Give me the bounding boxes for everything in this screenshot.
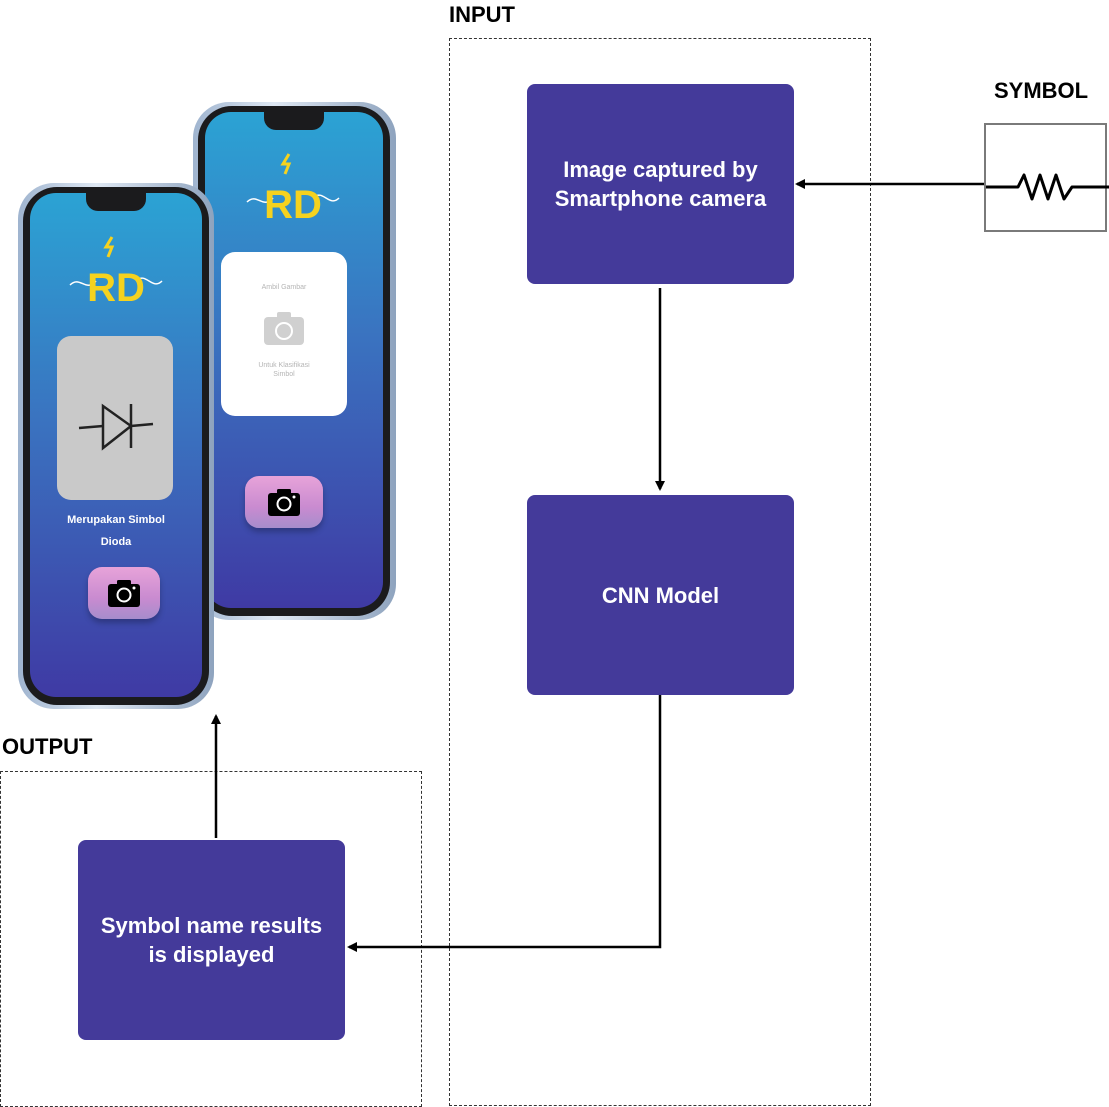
capture-card-title: Ambil Gambar (261, 284, 307, 291)
phone-screen: RD Merupakan Simbol Dioda (30, 193, 202, 697)
arrow-cnn-to-result (347, 695, 662, 952)
input-heading: INPUT (449, 2, 515, 27)
phone-screen: RD Ambil Gambar Untuk Klasifikasi Simbol (205, 112, 383, 608)
result-block-line-2: is displayed (148, 942, 275, 967)
phone-notch (86, 193, 146, 211)
result-value: Dioda (100, 536, 132, 548)
input-region (449, 38, 871, 1106)
resistor-symbol-frame (984, 123, 1109, 232)
camera-button[interactable] (245, 476, 323, 528)
camera-placeholder-icon (264, 312, 304, 345)
symbol-heading: SYMBOL (994, 78, 1089, 103)
app-logo-icon: RD (69, 236, 163, 305)
capture-card[interactable]: Ambil Gambar Untuk Klasifikasi Simbol (221, 252, 347, 416)
camera-button[interactable] (88, 567, 160, 619)
captured-image (57, 336, 173, 500)
capture-card-subtitle-2: Simbol (273, 371, 295, 378)
capture-block-line-1: Image captured by (563, 157, 758, 182)
app-logo-icon: RD (246, 153, 340, 222)
result-title: Merupakan Simbol (67, 514, 165, 526)
svg-text:RD: RD (264, 183, 322, 222)
phone-notch (264, 112, 324, 130)
diode-symbol-icon (78, 403, 154, 451)
capture-card-subtitle-1: Untuk Klasifikasi (258, 362, 310, 369)
svg-text:RD: RD (87, 266, 145, 305)
camera-icon (268, 489, 300, 516)
cnn-model-block: CNN Model (527, 495, 794, 695)
capture-block: Image captured by Smartphone camera (527, 84, 794, 284)
cnn-model-label: CNN Model (601, 582, 720, 608)
output-heading: OUTPUT (2, 734, 93, 759)
result-block: Symbol name results is displayed (78, 840, 345, 1040)
camera-icon (108, 580, 140, 607)
capture-block-line-2: Smartphone camera (554, 186, 767, 211)
result-block-line-1: Symbol name results (100, 913, 323, 938)
resistor-icon (986, 173, 1109, 201)
